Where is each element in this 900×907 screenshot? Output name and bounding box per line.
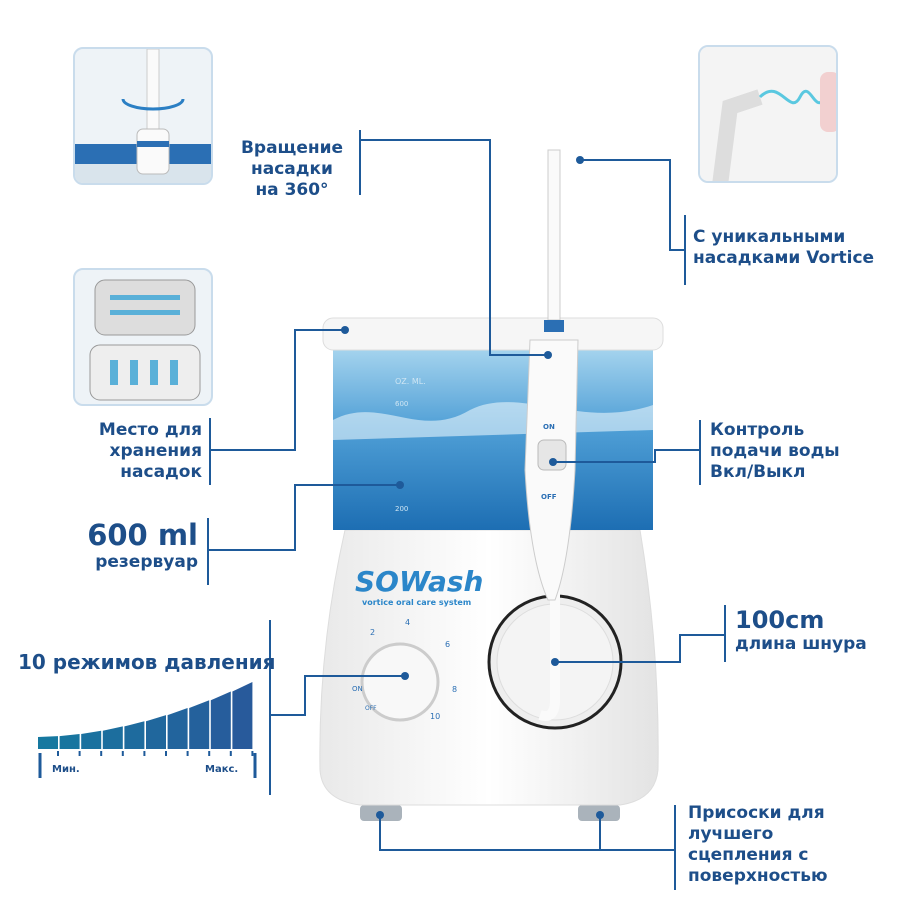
dial-off: OFF: [365, 705, 377, 712]
pressure-tick: [186, 751, 189, 756]
pressure-level-bar: [102, 726, 123, 749]
pressure-tick: [229, 751, 232, 756]
control-line-1: Контроль: [710, 420, 805, 440]
rotation-line-2: насадки: [251, 159, 333, 179]
storage-callout: Место для хранения насадок: [70, 420, 202, 483]
cord-callout: 100cm длина шнура: [735, 606, 867, 655]
storage-case-image: [89, 279, 201, 401]
pressure-level-bar: [38, 736, 58, 749]
control-line-3: Вкл/Выкл: [710, 462, 806, 482]
switch-off-label: OFF: [541, 493, 557, 501]
dial-10: 10: [430, 712, 441, 721]
vortice-line-1: С уникальными: [693, 227, 846, 247]
cord-value: 100cm: [735, 606, 825, 634]
pressure-min: Мин.: [52, 764, 80, 775]
pressure-level-bar: [59, 733, 80, 749]
rotating-nozzle-image: [75, 49, 211, 183]
suction-line-1: Присоски для: [688, 803, 825, 823]
suction-line-2: лучшего: [688, 824, 774, 844]
storage-line-1: Место для: [98, 420, 202, 440]
brand-tagline: vortice oral care system: [362, 598, 472, 607]
pressure-tick: [251, 751, 254, 756]
cord-label: длина шнура: [735, 634, 867, 654]
storage-line-2: хранения: [109, 441, 202, 461]
pressure-level-bar: [189, 700, 210, 749]
rotation-line-3: на 360°: [255, 180, 329, 200]
pressure-level-bar: [232, 682, 253, 749]
switch-on-label: ON: [543, 423, 555, 431]
pressure-level-bar: [167, 708, 188, 749]
suction-callout: Присоски для лучшего сцепления с поверхн…: [688, 803, 827, 887]
pressure-tick: [57, 751, 59, 756]
pressure-tick: [208, 751, 211, 756]
pressure-level-bar: [210, 691, 231, 749]
control-callout: Контроль подачи воды Вкл/Выкл: [710, 420, 840, 483]
suction-line-4: поверхностью: [688, 866, 828, 886]
vortice-nozzle-thumbnail: [698, 45, 838, 183]
pressure-level-bar: [124, 721, 145, 749]
storage-line-3: насадок: [120, 462, 202, 482]
tank-scale-unit: OZ. ML.: [395, 377, 426, 386]
tank-scale-600: 600: [395, 400, 409, 408]
storage-case-thumbnail: [73, 268, 213, 406]
reservoir-callout: 600 ml резервуар: [60, 518, 198, 573]
pressure-tick: [78, 751, 81, 756]
reservoir-label: резервуар: [95, 552, 198, 572]
rotation-thumbnail: [73, 47, 213, 185]
dial-8: 8: [452, 685, 458, 694]
pressure-tick: [143, 751, 146, 756]
pressure-tick: [100, 751, 103, 756]
tank-scale-200: 200: [395, 505, 409, 513]
pressure-max: Макс.: [205, 764, 239, 775]
pressure-tick: [121, 751, 124, 756]
dial-6: 6: [445, 640, 451, 649]
vortice-callout: С уникальными насадками Vortice: [693, 227, 874, 269]
rotation-callout: Вращение насадки на 360°: [232, 138, 352, 201]
dial-2: 2: [370, 628, 376, 637]
pressure-level-bar: [146, 715, 166, 749]
dial-4: 4: [405, 618, 411, 627]
pressure-level-bar: [81, 730, 102, 749]
brand-logo: SOWash: [355, 565, 484, 598]
pressure-tick: [165, 751, 167, 756]
dial-on: ON: [352, 685, 363, 693]
pressure-dial: [360, 642, 440, 722]
reservoir-value: 600 ml: [87, 518, 198, 552]
pressure-title: 10 режимов давления: [18, 650, 276, 674]
suction-line-3: сцепления с: [688, 845, 809, 865]
rotation-line-1: Вращение: [240, 138, 344, 158]
vortice-nozzle-image: [700, 47, 836, 181]
vortice-line-2: насадками Vortice: [693, 248, 875, 268]
control-line-2: подачи воды: [710, 441, 840, 461]
